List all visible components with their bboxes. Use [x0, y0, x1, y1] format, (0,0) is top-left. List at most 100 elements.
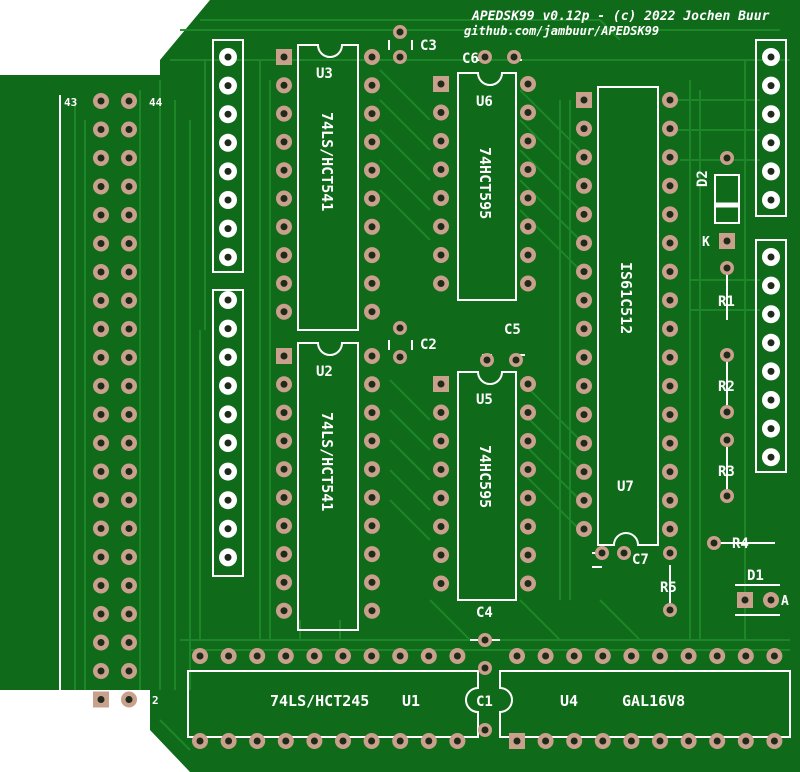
pad-hole — [97, 325, 105, 333]
c2-label: C2 — [420, 337, 437, 353]
pad-hole — [224, 139, 232, 147]
pad-hole — [627, 737, 635, 745]
pad-hole — [97, 183, 105, 190]
r4-label: R4 — [732, 536, 749, 552]
pad-hole — [580, 353, 588, 361]
pad-hole — [437, 280, 445, 287]
pad-hole — [280, 607, 288, 615]
pad-hole — [620, 549, 628, 557]
u2-part: 74LS/HCT541 — [318, 412, 336, 511]
pad-hole — [97, 297, 105, 304]
pad-hole — [280, 308, 288, 316]
pad-hole — [770, 737, 778, 745]
pad-hole — [656, 737, 664, 745]
pad-hole — [368, 166, 376, 174]
pad-hole — [396, 652, 404, 660]
pad-hole — [368, 550, 376, 558]
pad-hole — [125, 211, 133, 219]
pad-hole — [453, 737, 461, 745]
pad-hole — [437, 137, 445, 145]
pad-hole — [767, 396, 775, 404]
pad-hole — [580, 525, 588, 533]
pad-hole — [280, 494, 288, 501]
pad-hole — [524, 437, 532, 445]
pad-hole — [513, 737, 521, 745]
u5-ref: U5 — [476, 392, 493, 408]
pad-hole — [524, 466, 532, 473]
pad-hole — [368, 251, 376, 259]
pad-hole — [280, 223, 288, 231]
pad-hole — [125, 639, 133, 646]
pad-hole — [524, 194, 532, 202]
pad-hole — [666, 210, 674, 218]
pad-hole — [513, 652, 521, 660]
pad-hole — [310, 652, 318, 660]
pad-hole — [685, 652, 693, 660]
c5-label: C5 — [504, 322, 521, 338]
pad-hole — [280, 352, 288, 360]
u7-part: IS61C512 — [617, 262, 635, 334]
pad-hole — [524, 80, 532, 88]
pad-hole — [666, 268, 674, 276]
pad-hole — [723, 492, 731, 500]
pad-hole — [97, 525, 105, 532]
pad-hole — [666, 125, 674, 133]
silkscreen-text: APEDSK99 v0.12p - (c) 2022 Jochen Buur g… — [64, 9, 789, 710]
pad-hole — [524, 280, 532, 287]
pad-hole — [437, 109, 445, 116]
pad-hole — [196, 737, 204, 745]
pad-hole — [770, 652, 778, 660]
pad-hole — [723, 408, 731, 416]
pad-hole — [742, 652, 750, 660]
pad-hole — [767, 53, 775, 61]
pad-hole — [767, 253, 775, 261]
pad-hole — [512, 356, 520, 364]
pad-hole — [767, 425, 775, 433]
pad-hole — [767, 196, 775, 204]
pad-hole — [666, 411, 674, 419]
pad-hole — [524, 223, 532, 230]
pad-hole — [666, 353, 674, 361]
pad-hole — [368, 522, 376, 530]
pad-hole — [437, 194, 445, 202]
pad-hole — [666, 96, 674, 104]
pad-hole — [339, 652, 347, 660]
pad-hole — [97, 411, 105, 418]
pad-hole — [224, 110, 232, 118]
pad-hole — [524, 137, 532, 145]
pad-hole — [767, 310, 775, 318]
pad-hole — [666, 153, 674, 161]
pad-hole — [437, 251, 445, 259]
pad-hole — [481, 726, 489, 734]
u3-ref: U3 — [316, 66, 333, 82]
pad-hole — [125, 268, 133, 276]
pad-hole — [767, 596, 775, 604]
pad-hole — [580, 468, 588, 476]
pad-hole — [666, 606, 674, 614]
pad-hole — [125, 496, 133, 504]
u7-ref: U7 — [617, 479, 634, 495]
pad-hole — [666, 439, 674, 447]
pad-hole — [483, 356, 491, 364]
pad-hole — [196, 652, 204, 660]
pad-hole — [125, 525, 133, 532]
pad-hole — [280, 380, 288, 388]
pad-hole — [280, 409, 288, 417]
pad-hole — [580, 153, 588, 161]
pad-hole — [97, 582, 105, 589]
pad-hole — [437, 551, 445, 559]
pad-hole — [524, 409, 532, 416]
pad-hole — [627, 652, 635, 660]
pad-hole — [125, 582, 133, 589]
pad-hole — [666, 549, 674, 557]
pad-hole — [723, 237, 731, 245]
pad-hole — [224, 353, 232, 361]
edge-pin-44-label: 44 — [149, 96, 163, 109]
pad-hole — [580, 125, 588, 133]
pad-hole — [224, 225, 232, 233]
pad-hole — [767, 139, 775, 147]
d1-label: D1 — [747, 568, 764, 584]
pad-hole — [368, 737, 376, 745]
pad-hole — [97, 126, 105, 133]
